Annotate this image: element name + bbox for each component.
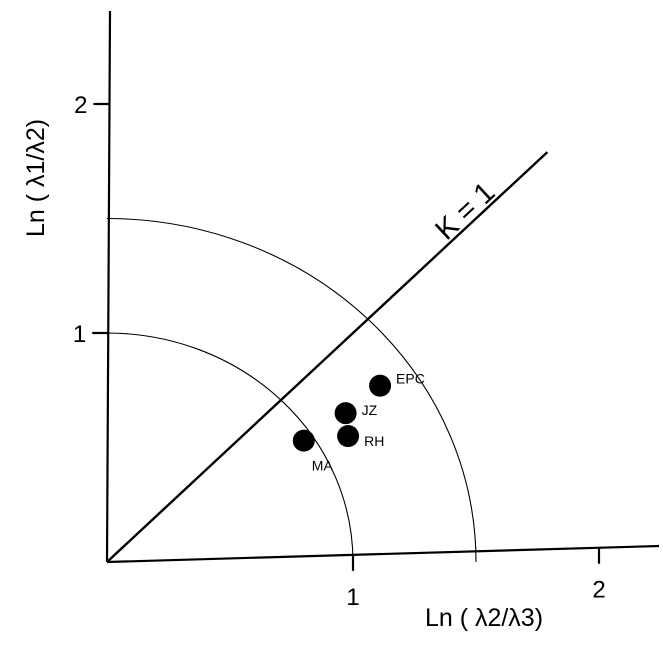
axes xyxy=(105,10,660,564)
data-point-jz xyxy=(334,402,357,425)
y-tick-label-2: 2 xyxy=(74,92,87,119)
axis-labels: Ln ( λ2/λ3) Ln ( λ1/λ2) xyxy=(22,119,543,632)
x-axis-label: Ln ( λ2/λ3) xyxy=(425,604,543,632)
reference-line-label: K = 1 xyxy=(429,176,501,246)
y-tick-label-1: 1 xyxy=(73,321,86,348)
x-tick-label-1: 1 xyxy=(346,584,359,611)
x-tick-label-2: 2 xyxy=(592,577,605,604)
x-axis xyxy=(106,544,660,564)
reference-line-group: K = 1 xyxy=(106,151,549,563)
data-point-label-ma: MA xyxy=(312,458,334,474)
data-point-rh xyxy=(337,425,360,448)
ticks: 1 2 1 2 xyxy=(73,92,606,611)
data-point-ma xyxy=(292,429,315,452)
data-point-epc xyxy=(369,374,392,397)
y-axis-label: Ln ( λ1/λ2) xyxy=(22,119,50,237)
data-points: EPC JZ RH MA xyxy=(292,371,425,474)
data-point-label-jz: JZ xyxy=(362,402,378,418)
y-axis xyxy=(105,10,112,563)
reference-line xyxy=(106,151,549,563)
data-point-label-rh: RH xyxy=(364,433,384,449)
data-point-label-epc: EPC xyxy=(396,371,425,387)
